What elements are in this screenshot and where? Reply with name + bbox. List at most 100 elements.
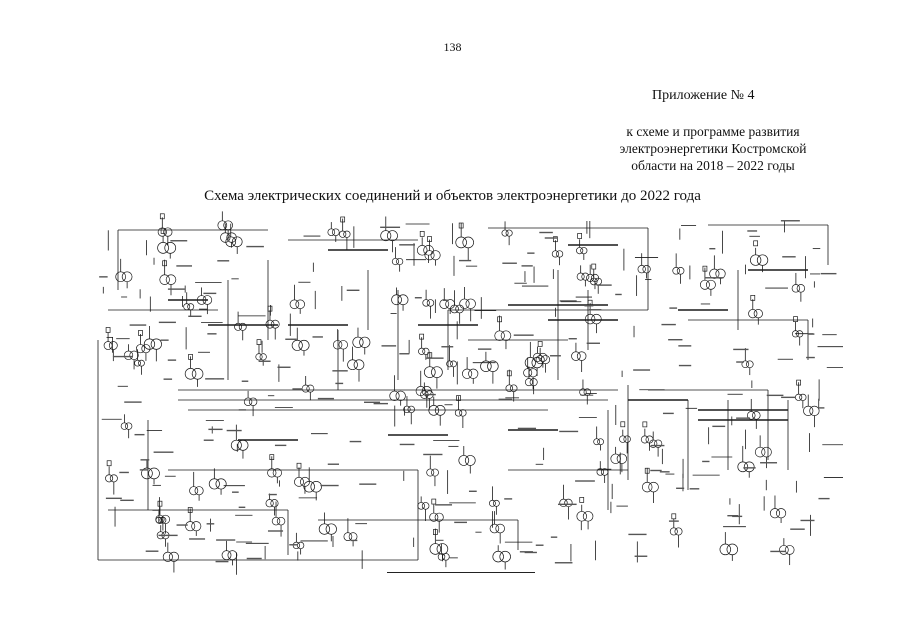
transformer-winding	[674, 527, 683, 536]
transformer-winding	[359, 336, 371, 348]
transformer-winding	[495, 523, 505, 534]
illegible-label-mark	[134, 433, 145, 436]
illegible-label-mark	[435, 504, 453, 506]
illegible-label-mark	[517, 427, 537, 430]
transformer-winding	[551, 250, 559, 258]
transformer-winding	[164, 242, 177, 254]
transformer-winding	[189, 486, 199, 496]
transformer-winding	[699, 279, 710, 290]
transformer-winding	[265, 319, 275, 329]
transformer-winding	[141, 344, 151, 354]
breaker-symbol	[796, 379, 801, 386]
transformer-winding	[535, 355, 545, 365]
transformer-winding	[499, 550, 511, 563]
transformer-winding	[791, 284, 801, 293]
transformer-winding	[799, 393, 807, 401]
illegible-label-mark	[662, 412, 674, 415]
breaker-symbol	[256, 339, 262, 345]
breaker-symbol	[433, 529, 438, 535]
transformer-winding	[747, 411, 756, 420]
transformer-winding	[431, 366, 443, 379]
transformer-winding	[769, 508, 781, 519]
illegible-label-mark	[806, 356, 815, 359]
transformer-winding	[191, 368, 204, 380]
transformer-winding	[243, 397, 253, 406]
transformer-winding	[160, 514, 171, 525]
illegible-label-mark	[669, 307, 678, 309]
breaker-symbol	[458, 222, 464, 229]
transformer-winding	[582, 511, 594, 522]
transformer-winding	[455, 236, 467, 249]
transformer-winding	[487, 360, 499, 372]
transformer-winding	[669, 527, 678, 536]
transformer-winding	[415, 386, 426, 397]
illegible-label-mark	[550, 355, 561, 357]
illegible-label-mark	[140, 459, 150, 461]
illegible-label-mark	[381, 345, 397, 347]
transformer-winding	[776, 508, 787, 519]
illegible-label-mark	[285, 338, 297, 340]
transformer-winding	[267, 468, 277, 478]
transformer-winding	[339, 230, 347, 238]
transformer-winding	[391, 294, 402, 306]
transformer-winding	[217, 220, 228, 231]
transformer-winding	[465, 298, 476, 309]
illegible-label-mark	[205, 378, 225, 380]
transformer-winding	[462, 368, 473, 379]
illegible-label-mark	[188, 315, 202, 317]
transformer-winding	[641, 481, 653, 493]
illegible-label-mark	[207, 333, 217, 335]
transformer-winding	[737, 461, 749, 473]
transformer-winding	[347, 359, 358, 371]
illegible-label-mark	[780, 220, 800, 222]
transformer-winding	[185, 521, 196, 532]
illegible-label-mark	[238, 409, 246, 411]
transformer-winding	[779, 545, 789, 555]
appendix-subtitle: к схеме и программе развития электроэнер…	[598, 123, 828, 174]
illegible-label-mark	[568, 338, 577, 340]
illegible-label-mark	[289, 544, 298, 546]
illegible-label-mark	[215, 560, 229, 563]
transformer-winding	[129, 350, 139, 360]
transformer-winding	[743, 461, 755, 473]
illegible-label-mark	[423, 453, 443, 456]
transformer-winding	[637, 265, 646, 274]
illegible-label-mark	[596, 284, 612, 286]
transformer-winding	[459, 409, 467, 417]
breaker-symbol	[269, 454, 275, 460]
transformer-winding	[227, 550, 238, 561]
breaker-symbol	[497, 316, 502, 323]
transformer-winding	[429, 512, 439, 522]
illegible-label-mark	[820, 272, 837, 275]
illegible-label-mark	[359, 483, 377, 485]
illegible-label-mark	[145, 550, 159, 552]
transformer-winding	[291, 339, 303, 351]
illegible-label-mark	[539, 231, 553, 234]
transformer-winding	[538, 352, 548, 363]
appendix-subtitle-line: электроэнергетики Костромской	[619, 141, 807, 156]
transformer-winding	[421, 502, 430, 510]
transformer-winding	[509, 384, 518, 392]
transformer-winding	[184, 368, 197, 380]
appendix-subtitle-line: к схеме и программе развития	[626, 124, 800, 139]
illegible-label-mark	[736, 361, 744, 363]
illegible-label-mark	[380, 226, 401, 228]
bottom-rule	[387, 572, 535, 573]
illegible-label-mark	[477, 348, 492, 350]
illegible-label-mark	[399, 353, 410, 355]
transformer-winding	[576, 272, 585, 281]
illegible-label-mark	[668, 520, 679, 522]
breaker-symbol	[138, 330, 143, 336]
illegible-label-mark	[575, 480, 595, 482]
transformer-winding	[450, 304, 459, 314]
transformer-winding	[270, 319, 280, 329]
page-number: 138	[443, 40, 462, 54]
transformer-winding	[191, 521, 202, 532]
illegible-label-mark	[651, 444, 665, 447]
transformer-winding	[596, 468, 604, 476]
transformer-winding	[748, 309, 758, 319]
transformer-winding	[434, 405, 446, 416]
transformer-winding	[709, 268, 720, 279]
transformer-winding	[580, 247, 588, 255]
transformer-winding	[163, 227, 173, 237]
